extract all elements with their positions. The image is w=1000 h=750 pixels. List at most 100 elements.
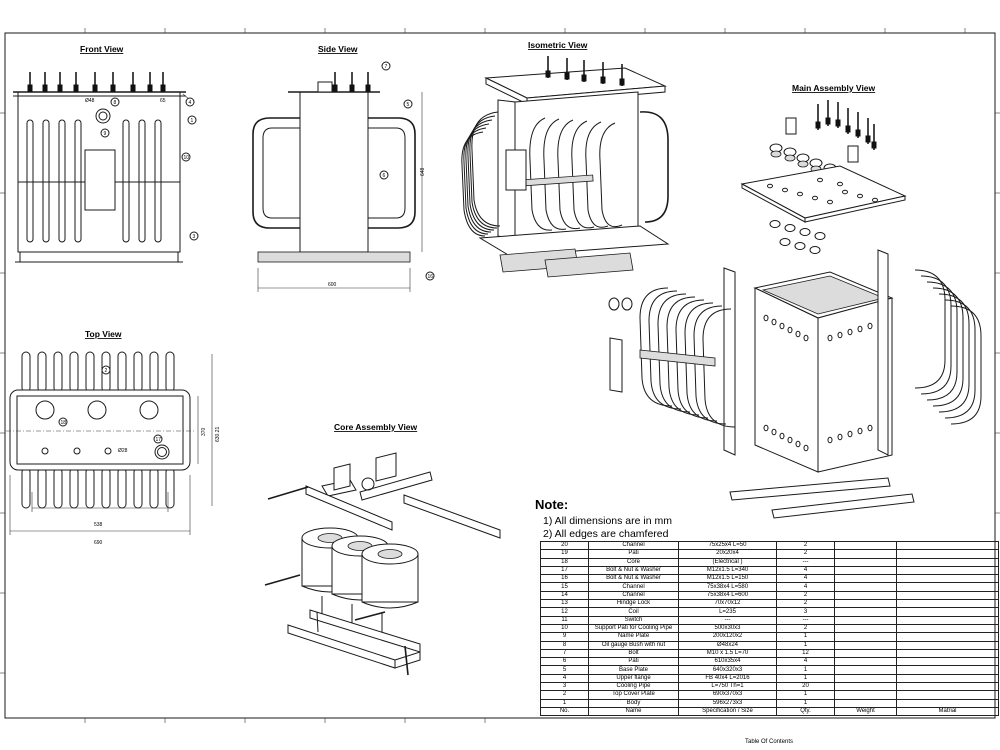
bom-cell-no: 17 (540, 565, 589, 576)
bom-cell-material (896, 640, 999, 650)
cooling-pipe (571, 120, 595, 229)
bom-cell-no: 18 (540, 557, 589, 567)
body-hole (867, 424, 873, 432)
bom-cell-spec: 200x120x2 (678, 632, 777, 642)
bom-cell-qty: 4 (776, 574, 835, 584)
coil-bottom (361, 601, 419, 609)
cooling-pipe (53, 351, 63, 393)
bom-header-weight: Weight (834, 706, 897, 717)
bom-cell-qty: 1 (776, 690, 835, 700)
side-bushings (332, 72, 371, 92)
bom-cell-weight (834, 590, 897, 601)
cooling-pipe (21, 467, 31, 509)
bom-cell-no: 7 (540, 648, 589, 659)
bom-cell-qty: 4 (776, 565, 835, 576)
iso-cooling-pipes (461, 111, 669, 237)
top-view: Top View Ø28 538 690 370 630.21 2 18 17 (6, 329, 221, 546)
balloon-side-5: 5 (407, 102, 410, 108)
assembly-bolt-head (835, 119, 841, 127)
notes-heading: Note: (535, 497, 569, 512)
isometric-view-title: Isometric View (528, 40, 588, 50)
bom-cell-qty: 2 (776, 623, 835, 634)
bom-cell-material (896, 623, 999, 634)
bom-cell-name: Base Plate (588, 665, 679, 675)
cooling-pipe (21, 351, 31, 393)
cooling-pipe (465, 123, 492, 233)
plate-hole (797, 191, 803, 197)
bom-cell-weight (834, 648, 897, 659)
balloon-side-6: 6 (383, 173, 386, 179)
core-coils (301, 527, 419, 634)
bom-cell-weight (834, 599, 897, 609)
cooling-pipe (467, 119, 495, 231)
iso-bushings (545, 56, 625, 86)
bom-cell-weight (834, 673, 897, 684)
cooling-pipe (149, 351, 159, 393)
bom-cell-name: Top Cover Plate (588, 690, 679, 700)
side-height-dim: 648 (420, 167, 426, 176)
bom-cell-name: Support Pati for Cooling Pipe (588, 623, 679, 634)
bom-cell-spec: 70x70x12 (678, 599, 777, 609)
cooling-pipe (37, 351, 47, 393)
bushing-insulator (57, 84, 63, 92)
balloon-front-3: 3 (193, 234, 196, 240)
bom-cell-spec: 500x30x3 (678, 623, 777, 634)
bom-cell-material (896, 615, 999, 625)
core-assembly-view: Core Assembly View (264, 422, 501, 676)
bom-cell-spec: 75x38x4 L=600 (678, 590, 777, 601)
bom-cell-no: 15 (540, 582, 589, 592)
cooling-pipe (53, 467, 63, 509)
cooling-pipe (133, 467, 143, 509)
bom-cell-weight (834, 632, 897, 642)
plate-hole (872, 197, 878, 203)
top-width-inner-dim: 538 (94, 522, 103, 528)
cooling-pipe (74, 119, 82, 243)
cooling-pipe (920, 275, 952, 395)
bom-cell-no: 19 (540, 549, 589, 559)
cooling-pipe (133, 351, 143, 393)
bom-cell-material (896, 574, 999, 584)
bom-cell-weight (834, 682, 897, 692)
bom-cell-name: Name Plate (588, 632, 679, 642)
bom-cell-name: Bolt & Nut & Washer (588, 574, 679, 584)
cooling-pipe (138, 119, 146, 243)
bushing-insulator (619, 78, 625, 86)
body-hole (837, 331, 843, 339)
bom-cell-qty: 2 (776, 549, 835, 559)
bom-cell-name: Upper flange (588, 673, 679, 684)
bom-header-no: No. (540, 706, 589, 717)
bom-header-name: Name (588, 706, 679, 717)
drawing-frame (0, 28, 1000, 723)
bom-cell-name: Channel (588, 540, 679, 551)
body-hole (787, 436, 793, 444)
front-hole-dim: Ø48 (85, 98, 95, 104)
body-hole (795, 440, 801, 448)
body-hole (857, 427, 863, 435)
main-assembly-title: Main Assembly View (792, 83, 876, 93)
bom-cell-no: 12 (540, 607, 589, 617)
cooling-pipe (165, 467, 175, 509)
bom-cell-name: Oil gauge Bush with nut (588, 640, 679, 650)
body-hole (787, 326, 793, 334)
side-width-dim: 600 (328, 282, 337, 288)
assembly-bolt-head (825, 117, 831, 125)
body-hole (827, 334, 833, 342)
cooling-pipe (122, 119, 130, 243)
bom-cell-spec: 75x25x4 L=50 (678, 540, 777, 551)
body-hole (867, 322, 873, 330)
cooling-pipe (599, 122, 623, 228)
balloon-front-1: 1 (191, 118, 194, 124)
bom-cell-weight (834, 657, 897, 667)
gasket-ring (799, 228, 811, 236)
bom-cell-spec: 640x320x3 (678, 665, 777, 675)
bom-cell-material (896, 557, 999, 567)
bom-cell-name: Pati (588, 549, 679, 559)
body-hole (803, 334, 809, 342)
note-item-2: 2) All edges are chamfered (543, 528, 669, 540)
